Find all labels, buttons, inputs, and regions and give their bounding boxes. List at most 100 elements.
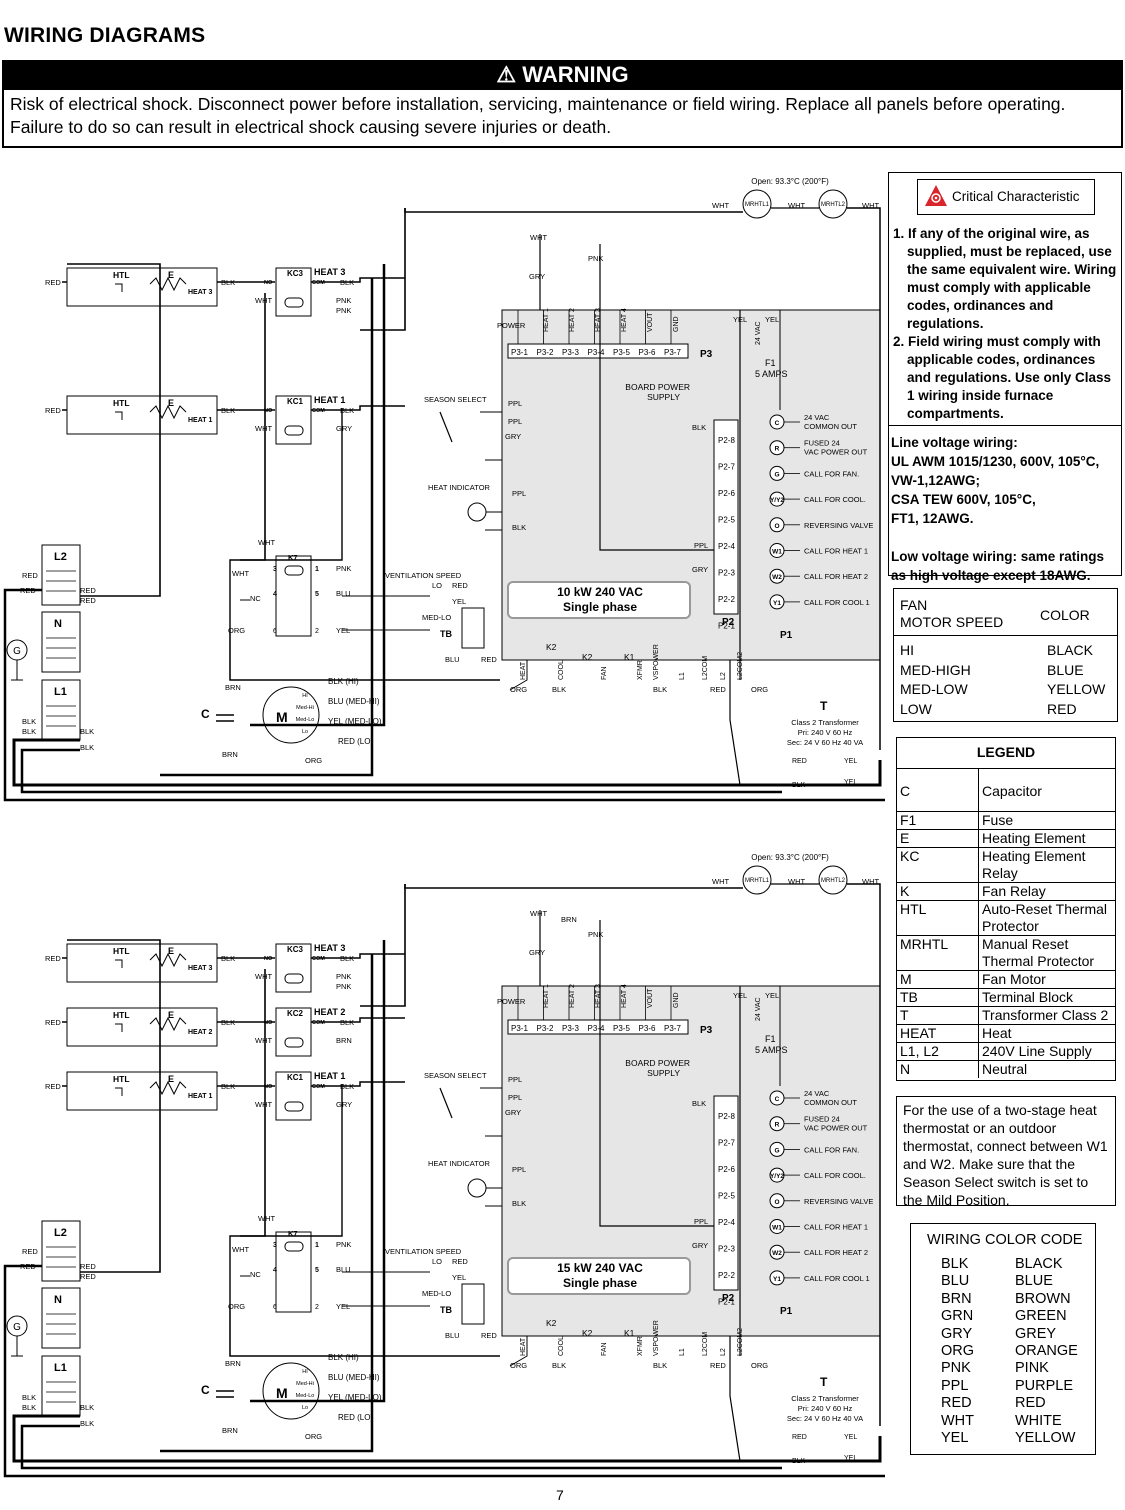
wire-label: 6 — [273, 628, 277, 635]
terminal-letter: Y1 — [773, 600, 781, 607]
motor-tap-label: BLK (HI) — [328, 1353, 359, 1362]
transformer-label: T — [820, 699, 828, 713]
fuse-rating: 5 AMPS — [755, 1045, 788, 1055]
mrhtl-label: MRHTL1 — [745, 878, 770, 884]
color-name: WHITE — [1015, 1412, 1062, 1429]
wire-label: RED — [22, 1247, 38, 1256]
wire-label: BLK — [22, 1403, 36, 1412]
heat-indicator-lamp — [467, 1178, 487, 1198]
board-supply-label: BOARD POWER — [625, 382, 690, 392]
wire-label: Med-Lo — [296, 1393, 315, 1399]
bottom-pin-label: HEAT — [520, 1337, 527, 1356]
heater-box — [66, 395, 218, 435]
wire-label: PPL — [508, 1093, 522, 1102]
mrhtl2 — [818, 865, 848, 895]
p2-label: P2 — [722, 617, 735, 628]
transformer-spec: Sec: 24 V 60 Hz 40 VA — [787, 738, 863, 747]
wire-label: BLK — [22, 1393, 36, 1402]
wire-label: ORG — [751, 1361, 768, 1370]
wire-label: RED — [452, 581, 468, 590]
heater-heat-label: HEAT 2 — [188, 1029, 212, 1036]
wire-label: BLU — [445, 655, 460, 664]
terminal-desc: VAC POWER OUT — [804, 1124, 868, 1133]
terminal-letter: G — [774, 471, 779, 478]
wire-label: WHT — [232, 1245, 249, 1254]
terminal-letter: R — [775, 1122, 780, 1129]
bottom-pin-label: VSPOWER — [653, 644, 660, 680]
terminal-desc: FUSED 24 — [804, 439, 840, 448]
element-label: E — [168, 1074, 174, 1084]
wire-label: RED — [80, 596, 96, 605]
terminal-letter: W1 — [772, 1225, 782, 1232]
p3-pin-label: P3-6 — [639, 348, 656, 357]
wire-label: ORG — [510, 685, 527, 694]
color-code: BLK — [941, 1256, 969, 1272]
model-rating: 15 kW 240 VAC — [557, 1261, 643, 1275]
line-l2 — [41, 544, 81, 606]
wire-label: WHT — [862, 877, 879, 886]
terminal-block-label: TB — [440, 1305, 452, 1315]
wire-label: NC — [250, 594, 261, 603]
heater-box — [66, 943, 218, 983]
fan-motor — [262, 1362, 320, 1420]
htl-label: HTL — [113, 1074, 130, 1084]
wire-label: BLK — [80, 1403, 94, 1412]
wire-label: WHT — [530, 233, 547, 242]
p2-pin-label: P2-5 — [718, 516, 735, 525]
voltage-specs: Line voltage wiring: UL AWM 1015/1230, 6… — [891, 433, 1119, 585]
line-l2 — [41, 1220, 81, 1282]
color-name: RED — [1015, 1395, 1046, 1412]
relay-coil — [284, 297, 304, 308]
wire-label: GRY — [529, 948, 545, 957]
wire-label: PNK — [588, 930, 603, 939]
wire-label: HI — [302, 1369, 308, 1375]
relay-coil — [284, 1101, 304, 1112]
line-supply-label: L2 — [54, 1227, 67, 1239]
p3-pin-label: P3-7 — [664, 1024, 681, 1033]
transformer-label: T — [820, 1375, 828, 1389]
p3-top-label: HEAT 1 — [543, 984, 550, 1008]
heat-relay-box — [275, 267, 312, 317]
color-name: GREEN — [1015, 1308, 1067, 1325]
p2-pin-label: P2-8 — [718, 1112, 735, 1121]
wire-label: WHT — [788, 877, 805, 886]
transformer-spec: Pri: 240 V 60 Hz — [798, 728, 853, 737]
bottom-pin-label: L2COM — [702, 1332, 709, 1356]
wire-label: PPL — [694, 541, 708, 550]
wire-label: WHT — [255, 424, 272, 433]
bottom-pin-label: COOL — [558, 1336, 565, 1356]
htl-label: HTL — [113, 946, 130, 956]
vent-speed-label: VENTILATION SPEED — [385, 1247, 462, 1256]
wire-label: ORG — [228, 1302, 245, 1311]
p2-pin-label: P2-7 — [718, 1139, 735, 1148]
wire-label: NC — [250, 1270, 261, 1279]
line-l1 — [41, 1355, 81, 1417]
p2-pin-label: P2-2 — [718, 595, 735, 604]
wire-label: ORG — [510, 1361, 527, 1370]
wire-label: PNK — [336, 564, 351, 573]
wire-label: WHT — [258, 1214, 275, 1223]
motor-tap-label: BLK (HI) — [328, 677, 359, 686]
critical-characteristic-panel: Critical Characteristic 1. If any of the… — [888, 172, 1122, 583]
transformer-spec: Pri: 240 V 60 Hz — [798, 1404, 853, 1413]
wire-label: WHT — [255, 1036, 272, 1045]
heat-relay-heat-label: HEAT 1 — [314, 1071, 345, 1081]
wire-label: BRN — [336, 1036, 352, 1045]
heat-relay-label: KC3 — [287, 945, 304, 954]
heat-relay-box — [275, 1071, 312, 1121]
wire-label: ORG — [228, 626, 245, 635]
terminal-desc: CALL FOR COOL. — [804, 495, 866, 504]
wire-label: WHT — [788, 201, 805, 210]
bottom-pin-label: XFMR — [637, 660, 644, 680]
wire-label: RED — [45, 1082, 61, 1091]
p3-top-label: HEAT 4 — [621, 308, 628, 332]
terminal-desc: CALL FOR COOL. — [804, 1171, 866, 1180]
